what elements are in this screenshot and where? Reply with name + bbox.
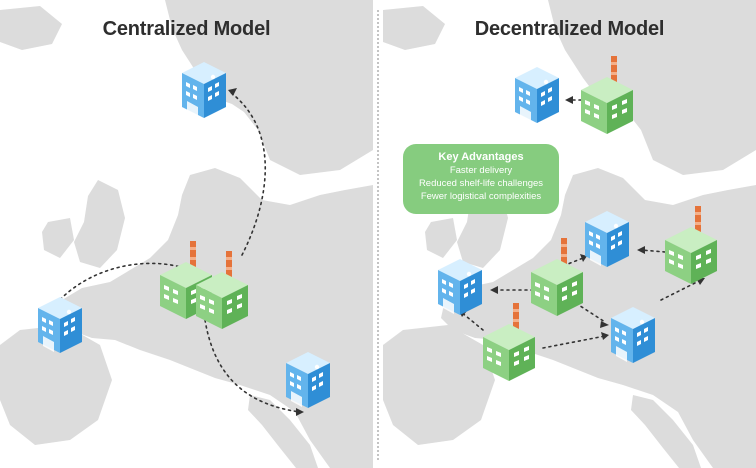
route-southeast-to-east	[660, 279, 702, 301]
distribution-center-west	[38, 297, 82, 353]
decentralized-title: Decentralized Model	[474, 18, 665, 40]
centralized-panel: Centralized Model	[0, 0, 373, 468]
distribution-center-north	[182, 62, 226, 118]
route-south-to-southeast	[542, 335, 606, 349]
centralized-title: Centralized Model	[102, 18, 271, 40]
key-advantages-callout: Key Advantages Faster delivery Reduced s…	[403, 144, 559, 214]
distribution-center-center	[585, 211, 629, 267]
distribution-center-southeast	[611, 307, 655, 363]
key-advantages-heading: Key Advantages	[438, 151, 524, 163]
route-southeast	[204, 319, 301, 413]
delivery-routes	[54, 91, 301, 413]
advantage-item: Reduced shelf-life challenges	[418, 178, 544, 189]
centralized-map	[0, 0, 373, 468]
distribution-center-north	[515, 67, 559, 123]
distribution-center-west	[438, 259, 482, 315]
panel-divider	[377, 10, 379, 460]
route-south-to-west	[460, 311, 484, 331]
advantage-item: Fewer logistical complexities	[420, 191, 542, 202]
route-north	[229, 91, 267, 256]
route-factory-to-center	[557, 257, 584, 269]
decentralized-map	[383, 0, 756, 468]
delivery-routes	[460, 99, 702, 349]
advantage-item: Faster delivery	[449, 165, 513, 176]
distribution-center-southeast	[286, 352, 330, 408]
decentralized-panel: Decentralized Model Key Advantages Faste…	[383, 0, 756, 468]
